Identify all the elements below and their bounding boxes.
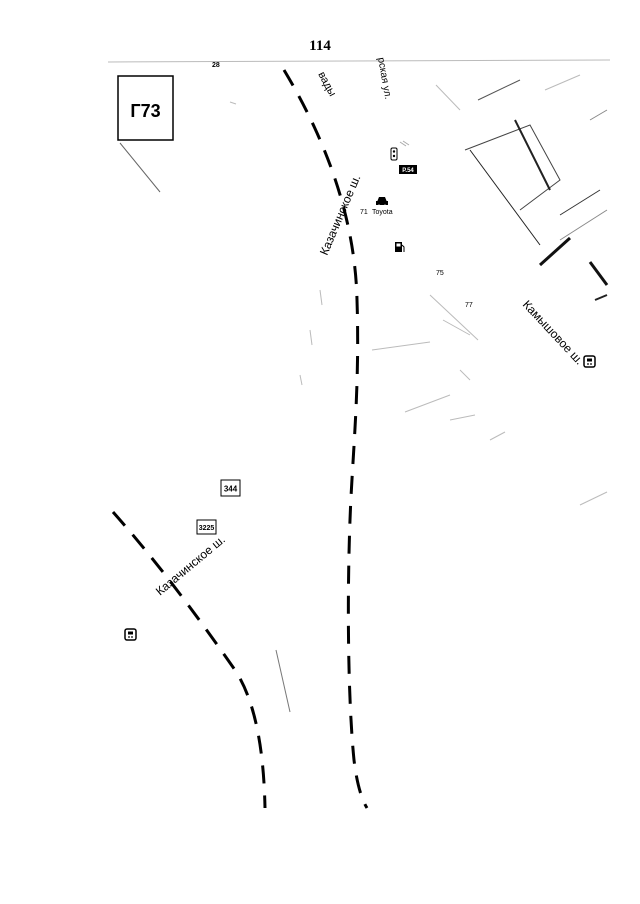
map-frame-top xyxy=(107,59,611,63)
car-icon xyxy=(376,197,388,207)
fuel-icon xyxy=(395,242,405,252)
route-number-344: 344 xyxy=(224,485,238,494)
street-label-kazachinskoe-lower: Казачинское ш. xyxy=(153,532,228,598)
route-number-3225: 3225 xyxy=(199,525,215,532)
poi-label-toyota: Toyota xyxy=(372,209,393,216)
route-box-344: 344 xyxy=(220,479,241,497)
street-label-top-partial: вады xyxy=(315,70,338,99)
parking-icon: P.54 xyxy=(399,165,417,174)
sheet-id-label: Г73 xyxy=(130,101,160,121)
building-outlines xyxy=(435,74,609,301)
faint-lines xyxy=(275,289,608,713)
house-number-71: 71 xyxy=(360,209,368,216)
street-label-top-street: рская ул. xyxy=(375,57,393,101)
house-number-77: 77 xyxy=(465,302,473,309)
house-number-28: 28 xyxy=(212,62,220,69)
sheet-id-box: Г73 xyxy=(117,75,174,141)
bus-stop-icon xyxy=(124,628,137,641)
street-label-kamyshovoe: Камышовое ш. xyxy=(520,297,587,367)
parking-label: P.54 xyxy=(402,168,414,174)
bus-stop-icon xyxy=(583,355,596,368)
house-number-75: 75 xyxy=(436,270,444,277)
page-number: 114 xyxy=(309,38,331,54)
kazachinskoe-road-lower xyxy=(111,511,267,809)
street-label-kazachinskoe-upper: Казачинское ш. xyxy=(317,172,364,257)
faint-map-marks xyxy=(229,101,471,336)
kazachinskoe-road-upper xyxy=(282,69,369,809)
traffic-light-icon xyxy=(390,140,410,161)
route-box-3225: 3225 xyxy=(196,519,217,535)
road-edge-line xyxy=(119,142,161,193)
